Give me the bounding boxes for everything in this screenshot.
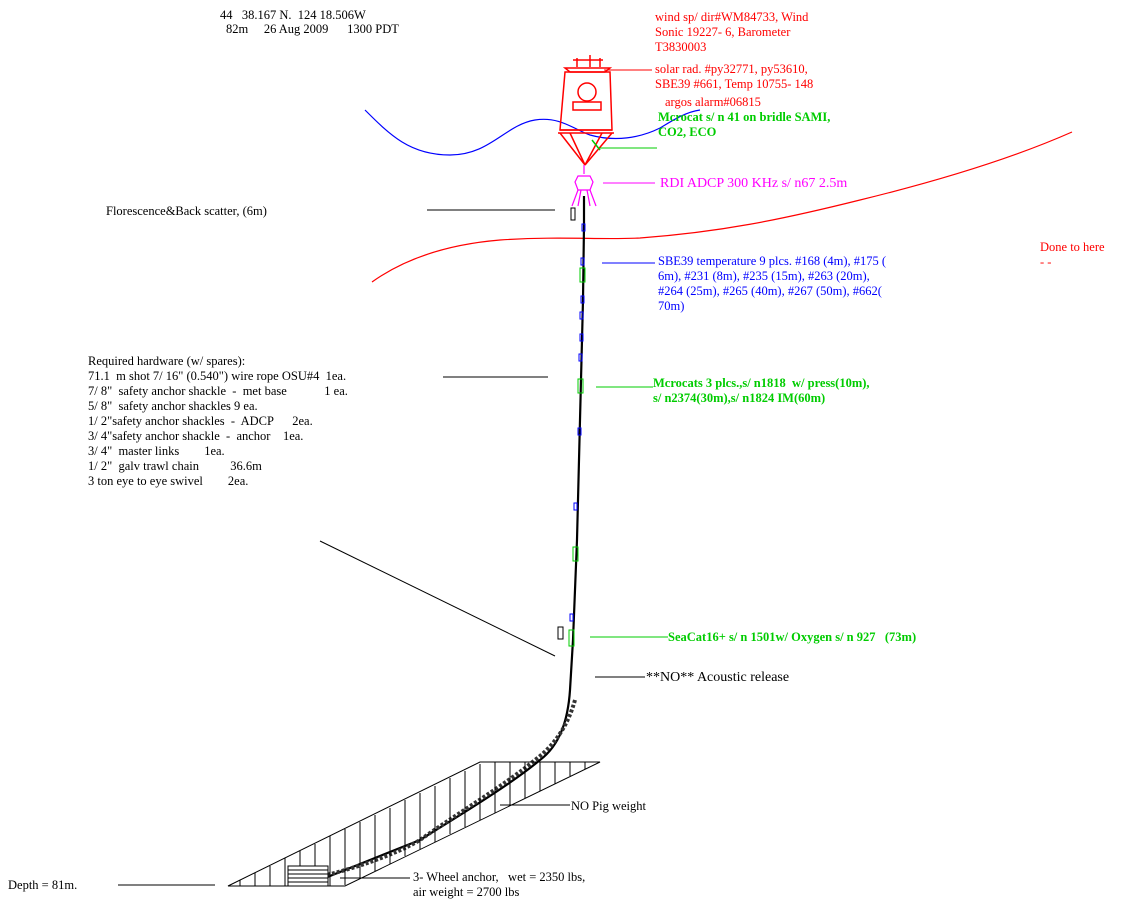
label-done-to-here: Done to here - -: [1040, 240, 1105, 269]
label-florescence: Florescence&Back scatter, (6m): [106, 204, 267, 218]
label-seacat: SeaCat16+ s/ n 1501w/ Oxygen s/ n 927 (7…: [668, 630, 917, 644]
label-adcp: RDI ADCP 300 KHz s/ n67 2.5m: [660, 176, 848, 191]
seabed-tray: [227, 761, 601, 887]
label-acoustic-release: **NO** Acoustic release: [646, 670, 790, 685]
hardware-item: 1/ 2"safety anchor shackles - ADCP 2ea.: [88, 414, 313, 428]
depth-date-header: 82m 26 Aug 2009 1300 PDT: [226, 22, 399, 36]
buoy-microcat-mark: [591, 139, 601, 151]
sbe39-sensors: [569, 223, 586, 622]
label-depth: Depth = 81m.: [8, 878, 78, 892]
hardware-item: 5/ 8" safety anchor shackles 9 ea.: [88, 399, 258, 413]
label-microcats: Mcrocats 3 plcs.,s/ n1818 w/ press(10m),…: [653, 376, 870, 405]
surface-wave: [364, 109, 701, 156]
hardware-item: 1/ 2" galv trawl chain 36.6m: [88, 459, 262, 473]
surface-buoy: [558, 55, 614, 166]
adcp-instrument: [571, 165, 597, 207]
label-buoy-sensors: wind sp/ dir#WM84733, Wind Sonic 19227- …: [655, 10, 809, 54]
label-anchor: 3- Wheel anchor, wet = 2350 lbs, air wei…: [413, 870, 586, 899]
florescence-sensor: [570, 207, 576, 221]
hardware-item: 71.1 m shot 7/ 16" (0.540") wire rope OS…: [88, 369, 347, 383]
hardware-item: 7/ 8" safety anchor shackle - met base 1…: [88, 384, 348, 398]
microcat-sensors: [568, 267, 586, 647]
label-buoy-sensors-2: solar rad. #py32771, py53610, SBE39 #661…: [655, 62, 814, 91]
mooring-wire: [319, 196, 586, 882]
wheel-anchor: [287, 865, 329, 887]
hardware-item: 3 ton eye to eye swivel 2ea.: [88, 474, 249, 488]
label-pig-weight: NO Pig weight: [571, 799, 646, 813]
hardware-title: Required hardware (w/ spares):: [88, 354, 246, 368]
label-argos-alarm: argos alarm#06815: [665, 95, 761, 109]
current-line: [371, 131, 1073, 283]
label-sbe39: SBE39 temperature 9 plcs. #168 (4m), #17…: [658, 254, 887, 313]
position-header: 44 38.167 N. 124 18.506W: [220, 8, 366, 22]
trawl-chain: [317, 699, 577, 879]
hardware-item: 3/ 4" master links 1ea.: [88, 444, 225, 458]
seacat-housing: [557, 626, 564, 640]
label-microcat-bridle: Mcrocat s/ n 41 on bridle SAMI, CO2, ECO: [658, 110, 831, 139]
leader-lines: [118, 209, 645, 886]
hardware-item: 3/ 4"safety anchor shackle - anchor 1ea.: [88, 429, 304, 443]
hardware-list: Required hardware (w/ spares): 71.1 m sh…: [88, 354, 348, 489]
